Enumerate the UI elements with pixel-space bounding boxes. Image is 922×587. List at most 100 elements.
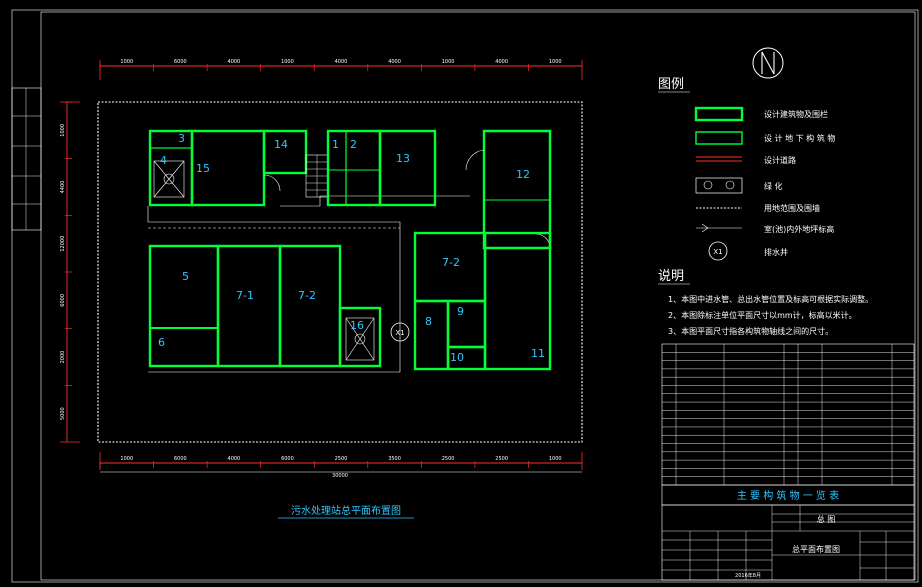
left-dim-1: 4400 <box>60 181 66 194</box>
top-dim-0: 1000 <box>120 59 133 65</box>
legend-manhole-icon <box>708 241 728 261</box>
legend-label-building: 设计建筑物及围栏 <box>764 109 828 119</box>
structures-table-frame <box>661 343 915 486</box>
top-dimension-texts: 1000 6000 4000 1000 4000 4000 1000 4000 1000 <box>99 59 562 71</box>
room-label-5: 5 <box>182 270 189 283</box>
building-10 <box>446 299 487 349</box>
tank-17-symbol <box>345 317 375 361</box>
legend-elevation-icon <box>696 223 742 233</box>
door-swing-13 <box>465 149 485 171</box>
tank-4-symbol <box>153 160 185 198</box>
bottom-dim-0: 1000 <box>120 456 133 462</box>
left-dimension-texts: 1000 4400 12000 6000 2000 5000 <box>60 101 72 420</box>
building-13 <box>482 129 552 250</box>
room-label-13: 12 <box>516 168 530 181</box>
binding-strip <box>11 87 42 231</box>
bottom-dim-1: 6000 <box>174 456 187 462</box>
room-label-7-1: 7-1 <box>236 289 254 302</box>
room-label-17: 16 <box>350 319 364 332</box>
manhole-x1-symbol <box>390 322 410 342</box>
legend-label-greenery: 绿 化 <box>764 181 783 191</box>
building-12 <box>483 231 552 371</box>
stair-symbol <box>305 154 329 198</box>
room-label-8: 7-2 <box>442 256 460 269</box>
room-label-7-2: 7-2 <box>298 289 316 302</box>
legend-label-road: 设计道路 <box>764 155 796 165</box>
top-dim-1: 6000 <box>174 59 187 65</box>
building-15 <box>262 129 308 175</box>
room-label-14: 13 <box>396 152 410 165</box>
title-block <box>661 504 915 581</box>
legend-label-underground: 设 计 地 下 构 筑 物 <box>764 133 835 143</box>
legend-heading: 图例 <box>658 77 684 92</box>
top-dim-6: 1000 <box>442 59 455 65</box>
structures-table-heading: 主 要 构 筑 物 一 览 表 <box>737 489 839 502</box>
top-dim-8: 1000 <box>549 59 562 65</box>
note-line-2: 2、本图除标注单位平面尺寸以mm计，标高以米计。 <box>668 310 857 320</box>
structures-table-grid <box>662 344 914 485</box>
legend-symbols: X1 <box>694 106 744 261</box>
title-block-date: 2016年8月 <box>735 572 761 579</box>
left-dim-0: 1000 <box>60 124 66 137</box>
room-label-11: 10 <box>450 351 464 364</box>
top-dim-7: 4000 <box>495 59 508 65</box>
legend-labels: 设计建筑物及围栏 设 计 地 下 构 筑 物 设计道路 绿 化 用地范围及围墙 … <box>764 109 835 257</box>
bottom-dim-7: 2500 <box>495 456 508 462</box>
top-dim-4: 4000 <box>335 59 348 65</box>
room-label-2: 2 <box>350 138 357 151</box>
building-7-2 <box>278 244 342 368</box>
room-label-10: 9 <box>457 305 464 318</box>
legend-label-fence: 用地范围及围墙 <box>764 203 820 213</box>
room-label-3: 3 <box>178 132 185 145</box>
room-label-6: 6 <box>158 336 165 349</box>
internal-road <box>147 195 470 373</box>
plan-title: 污水处理站总平面布置图 <box>291 504 401 517</box>
notes-heading: 说明 <box>658 269 684 284</box>
title-block-project-title: 总平面布置图 <box>792 544 840 554</box>
room-label-16: 15 <box>196 162 210 175</box>
site-boundary-fence <box>97 101 583 443</box>
legend-greenery-icon <box>695 177 743 194</box>
room-label-12: 11 <box>531 347 545 360</box>
bottom-dim-6: 2500 <box>442 456 455 462</box>
building-9 <box>413 299 450 371</box>
left-dim-2: 12000 <box>60 236 66 252</box>
title-block-drawing-label: 总 图 <box>817 514 836 524</box>
bottom-dim-3: 6000 <box>281 456 294 462</box>
top-dim-2: 4000 <box>228 59 241 65</box>
top-dim-5: 4000 <box>388 59 401 65</box>
legend-label-manhole: 排水井 <box>764 247 788 257</box>
legend-label-elevation: 室(池)内外地坪标高 <box>764 224 834 234</box>
building-7-1 <box>216 244 282 368</box>
bottom-dim-8: 1000 <box>549 456 562 462</box>
binding-strip-lines <box>12 88 41 230</box>
left-dim-5: 5000 <box>60 407 66 420</box>
room-label-15: 14 <box>274 138 288 151</box>
room-labels: 3 4 15 14 1 2 13 12 5 6 7-1 7-2 16 7-2 8… <box>158 132 545 364</box>
left-dim-4: 2000 <box>60 351 66 364</box>
door-swing-16 <box>263 174 281 192</box>
left-dim-3: 6000 <box>60 294 66 307</box>
room-label-1: 1 <box>332 138 339 151</box>
outer-frame <box>11 9 919 583</box>
legend-building-icon <box>694 106 744 122</box>
inner-frame <box>40 11 916 581</box>
bottom-dimension-texts: 1000 6000 4000 6000 2500 3500 2500 2500 1000 <box>99 456 562 468</box>
note-line-3: 3、本图平面尺寸指各构筑物轴线之间的尺寸。 <box>668 326 833 336</box>
note-line-1: 1、本图中进水管、总出水管位置及标高可根据实际调整。 <box>668 294 873 304</box>
top-dim-3: 1000 <box>281 59 294 65</box>
legend-underground-icon <box>695 131 743 145</box>
room-label-9: 8 <box>425 315 432 328</box>
north-arrow-icon <box>752 47 784 79</box>
building-14 <box>378 129 437 207</box>
bottom-dim-4: 2500 <box>335 456 348 462</box>
manhole-x1-label: X1 <box>395 329 404 337</box>
bottom-dim-5: 3500 <box>388 456 401 462</box>
legend-manhole-icon-label: X1 <box>713 248 722 256</box>
building-17 <box>338 306 382 368</box>
door-swing-13b <box>535 233 551 249</box>
bottom-dimension-line <box>99 452 583 473</box>
bottom-dim-2: 4000 <box>228 456 241 462</box>
room-label-4: 4 <box>160 154 167 167</box>
